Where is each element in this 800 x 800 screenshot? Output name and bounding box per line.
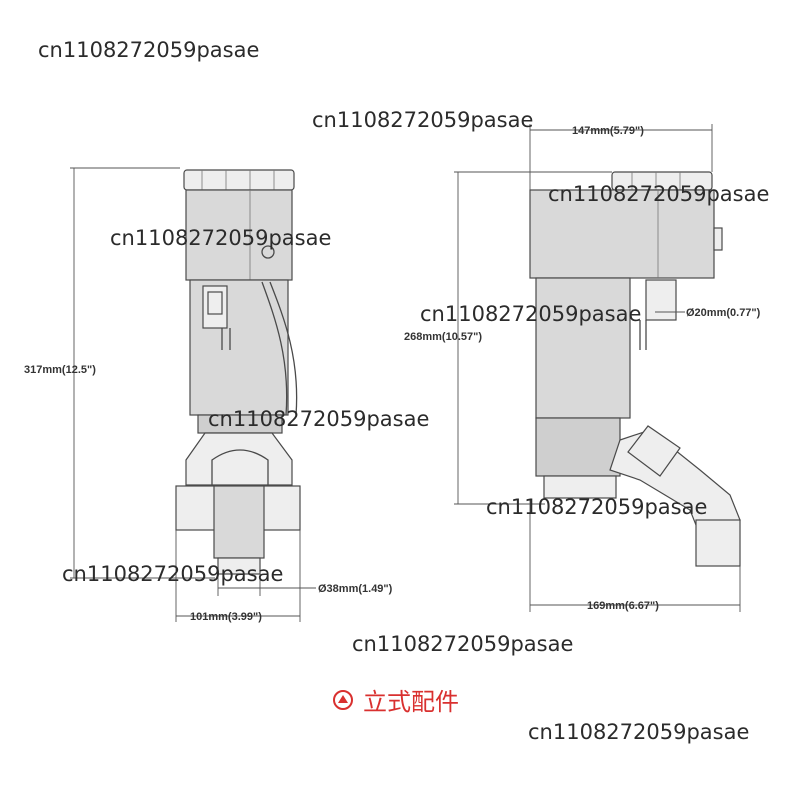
watermark-text: cn1108272059pasae	[548, 182, 770, 206]
left-port-dimension: Ø38mm(1.49")	[217, 574, 393, 596]
right-height-dimension: 268mm(10.57")	[404, 171, 612, 505]
left-height-label: 317mm(12.5")	[24, 364, 96, 376]
left-height-dimension: 317mm(12.5")	[24, 167, 215, 579]
right-view-pump	[529, 171, 741, 567]
right-top-width-label: 147mm(5.79")	[572, 125, 644, 137]
watermark-text: cn1108272059pasae	[62, 562, 284, 586]
watermark-text: cn1108272059pasae	[208, 407, 430, 431]
right-top-width-dimension: 147mm(5.79")	[529, 124, 713, 190]
watermark-text: cn1108272059pasae	[420, 302, 642, 326]
watermark-text: cn1108272059pasae	[38, 38, 260, 62]
left-width-label: 101mm(3.99")	[190, 611, 262, 623]
right-width-label: 169mm(6.67")	[587, 600, 659, 612]
right-height-label: 268mm(10.57")	[404, 331, 482, 343]
left-port-label: Ø38mm(1.49")	[318, 583, 393, 595]
up-arrow-circle-icon	[333, 689, 353, 710]
watermark-text: cn1108272059pasae	[352, 632, 574, 656]
watermark-text: cn1108272059pasae	[528, 720, 750, 744]
watermark-text: cn1108272059pasae	[486, 495, 708, 519]
left-width-dimension: 101mm(3.99")	[175, 530, 301, 623]
caption: 立式配件	[333, 682, 459, 717]
right-port-label: Ø20mm(0.77")	[686, 307, 761, 319]
left-view-pump	[175, 169, 301, 575]
caption-text: 立式配件	[363, 688, 459, 716]
watermark-text: cn1108272059pasae	[110, 226, 332, 250]
right-port-dimension: Ø20mm(0.77")	[655, 307, 761, 319]
watermark-text: cn1108272059pasae	[312, 108, 534, 132]
right-width-dimension: 169mm(6.67")	[529, 500, 741, 612]
